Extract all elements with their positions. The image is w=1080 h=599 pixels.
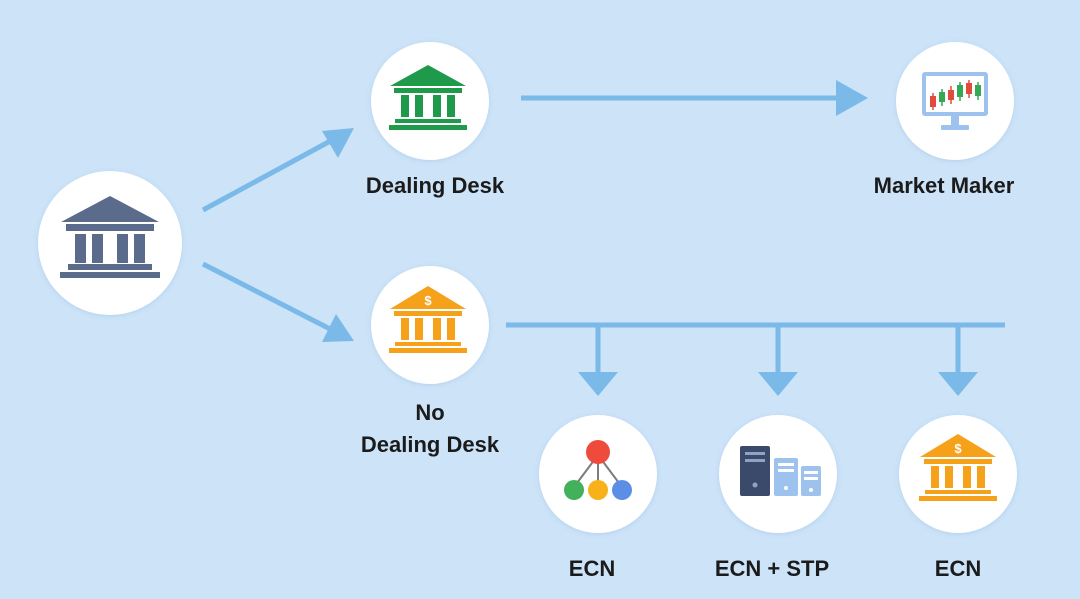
arrowhead-ecn-a [578, 372, 618, 396]
connectors [201, 80, 1005, 396]
arrow-broker-to-dealing-desk [201, 136, 336, 213]
arrowhead-dealing-desk [322, 128, 354, 158]
arrowhead-ecn-stp [758, 372, 798, 396]
ecn-stp-label: ECN + STP [715, 556, 829, 581]
servers-icon [740, 446, 821, 496]
no-dealing-desk-label-line1: No [415, 400, 444, 425]
arrow-broker-to-no-dealing-desk [201, 261, 336, 334]
dealing-desk-label: Dealing Desk [366, 173, 505, 198]
arrowhead-ecn-b [938, 372, 978, 396]
ecn-left-label: ECN [569, 556, 615, 581]
bank-building-icon [60, 196, 160, 278]
arrowhead-no-dealing-desk [322, 314, 354, 342]
no-dealing-desk-label-line2: Dealing Desk [361, 432, 500, 457]
ecn-node-left: ECN [539, 415, 657, 581]
ecn-stp-node: ECN + STP [715, 415, 837, 581]
svg-text:$: $ [424, 293, 432, 308]
market-maker-node: Market Maker [874, 42, 1015, 198]
svg-text:$: $ [954, 441, 962, 456]
bank-building-icon [389, 65, 467, 130]
broker-node [38, 171, 182, 315]
dealing-desk-node: Dealing Desk [366, 42, 505, 198]
arrowhead-market-maker [836, 80, 868, 116]
bank-dollar-icon: $ [389, 286, 467, 353]
network-nodes-icon [564, 440, 632, 500]
candlestick-monitor-icon [922, 72, 988, 130]
ecn-right-label: ECN [935, 556, 981, 581]
bank-dollar-icon: $ [919, 434, 997, 501]
market-maker-label: Market Maker [874, 173, 1015, 198]
no-dealing-desk-node: $ No Dealing Desk [361, 266, 500, 457]
ecn-node-right: $ ECN [899, 415, 1017, 581]
